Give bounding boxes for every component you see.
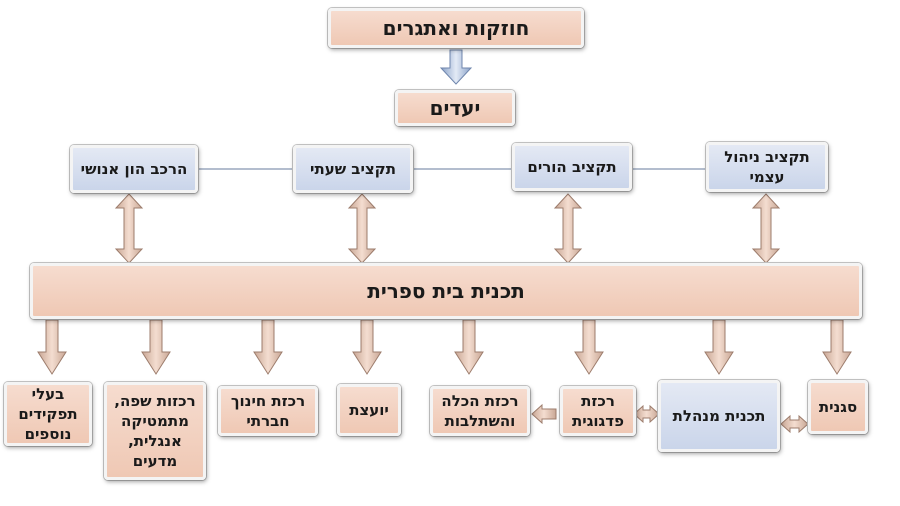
subject-coordinators-box: רכזות שפה, מתמטיקה אנגלית, מדעים (104, 382, 206, 480)
inclusion-coordinator-box: רכזת הכלה והשתלבות (430, 386, 530, 436)
strengths-challenges-box: חוזקות ואתגרים (328, 8, 584, 48)
self-management-budget-box: תקציב ניהול עצמי (706, 142, 828, 192)
down-arrow-4 (454, 319, 484, 375)
side-arrow-pedagogic-inclusion (531, 403, 557, 425)
deputy-box: סגנית (808, 380, 868, 434)
down-arrow-6 (253, 319, 283, 375)
side-arrow-deputy-manager (780, 414, 809, 434)
human-capital-box: הרכב הון אנושי (70, 145, 198, 193)
budget-arrow-4 (114, 193, 144, 264)
down-arrow-8 (37, 319, 67, 375)
down-arrow-5 (352, 319, 382, 375)
budget-arrow-1 (751, 193, 781, 264)
parents-budget-box: תקציב הורים (512, 143, 632, 191)
budget-arrow-3 (347, 193, 377, 264)
down-arrow-2 (704, 319, 734, 375)
counselor-box: יועצת (337, 384, 401, 436)
school-plan-box: תכנית בית ספרית (30, 263, 862, 319)
budget-arrow-2 (553, 193, 583, 264)
down-arrow-1 (822, 319, 852, 375)
pedagogic-coordinator-box: רכזת פדגוגית (560, 386, 636, 436)
manager-plan-box: תכנית מנהלת (658, 380, 780, 452)
hourly-budget-box: תקציב שעתי (293, 145, 413, 193)
down-arrow-7 (141, 319, 171, 375)
additional-roles-box: בעלי תפקידים נוספים (4, 382, 92, 446)
down-arrow-3 (574, 319, 604, 375)
side-arrow-manager-pedagogic (633, 404, 660, 424)
top-down-arrow (439, 49, 473, 85)
social-education-coordinator-box: רכזת חינוך חברתי (218, 386, 318, 436)
goals-box: יעדים (395, 90, 515, 126)
